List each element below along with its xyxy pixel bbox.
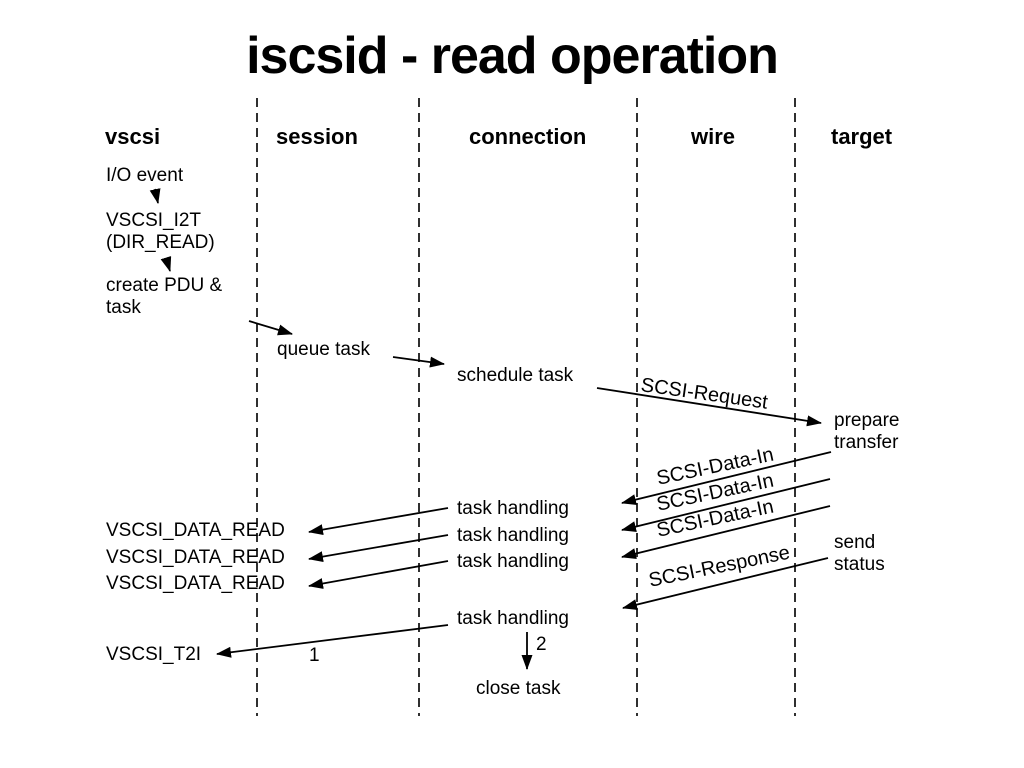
label-close-task: close task <box>476 678 561 699</box>
label-task-handling-4: task handling <box>457 608 569 629</box>
column-header-connection: connection <box>469 124 587 149</box>
diagram-title: iscsid - read operation <box>246 27 779 85</box>
arrow-scsi-data-in-3 <box>621 505 831 560</box>
arrow-queue-task <box>248 320 293 336</box>
arrow-taskhandling-to-dataread-1 <box>308 507 449 536</box>
label-send-status: send status <box>834 532 885 575</box>
column-header-session: session <box>276 124 358 149</box>
column-header-vscsi: vscsi <box>105 124 161 149</box>
label-task-handling-1: task handling <box>457 498 569 519</box>
label-vscsi-i2t: VSCSI_I2T <box>106 210 202 231</box>
arrow-scsi-data-in-1 <box>621 451 832 506</box>
label-prepare-transfer: prepare transfer <box>834 410 900 453</box>
arrow-taskhandling-to-dataread-3 <box>308 560 449 589</box>
arrow-scsi-request <box>596 387 822 427</box>
label-vscsi-t2i: VSCSI_T2I <box>106 644 202 665</box>
arrow-i2t-to-createpdu <box>160 256 172 272</box>
label-task-handling-2: task handling <box>457 525 569 546</box>
annotation-step-1: 1 <box>309 645 320 666</box>
label-task-handling-3: task handling <box>457 551 569 572</box>
annotation-step-2: 2 <box>536 634 547 655</box>
label-io-event: I/O event <box>106 165 184 186</box>
arrow-scsi-response <box>622 557 829 611</box>
arrow-ioevent-to-i2t <box>149 188 161 204</box>
label-queue-task: queue task <box>277 339 370 360</box>
label-vscsi-data-read-2: VSCSI_DATA_READ <box>106 547 285 568</box>
label-vscsi-data-read-3: VSCSI_DATA_READ <box>106 573 285 594</box>
arrow-scsi-data-in-2 <box>621 478 831 533</box>
label-dir-read: (DIR_READ) <box>106 232 215 253</box>
label-schedule-task: schedule task <box>457 365 574 386</box>
arrow-taskhandling-to-dataread-2 <box>308 534 449 563</box>
arrow-schedule-task <box>392 356 445 368</box>
arrow-taskhandling-to-t2i <box>216 624 449 658</box>
column-header-target: target <box>831 124 893 149</box>
label-vscsi-data-read-1: VSCSI_DATA_READ <box>106 520 285 541</box>
column-header-wire: wire <box>691 124 736 149</box>
label-create-pdu-task: create PDU & task <box>106 275 223 318</box>
